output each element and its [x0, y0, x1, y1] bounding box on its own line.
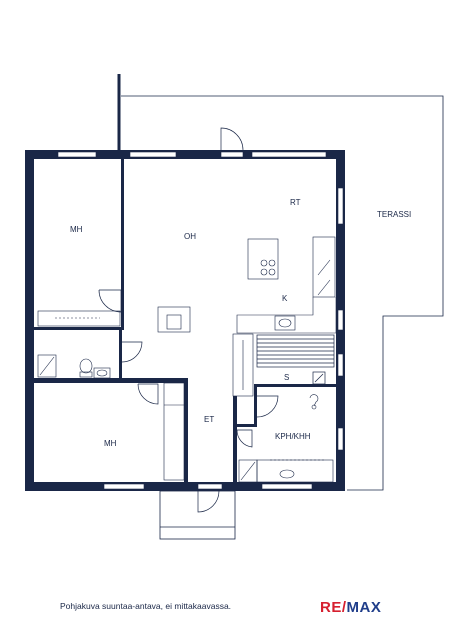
- logo-part-blue: MAX: [346, 599, 382, 616]
- furniture: [37, 236, 337, 481]
- room-label-terassi: TERASSI: [377, 210, 411, 219]
- room-label-mh-top: MH: [70, 225, 83, 234]
- room-label-et: ET: [204, 415, 214, 424]
- doors: [98, 127, 279, 513]
- terrace-outline: [121, 95, 444, 491]
- room-label-k: K: [282, 294, 288, 303]
- room-label-rt: RT: [290, 198, 301, 207]
- windows: [57, 151, 344, 490]
- bathroom-fixtures: [37, 354, 334, 483]
- room-label-kph: KPH/KHH: [275, 432, 311, 441]
- room-label-oh: OH: [184, 232, 196, 241]
- disclaimer-caption: Pohjakuva suuntaa-antava, ei mittakaavas…: [60, 601, 232, 611]
- sauna-benches: [256, 334, 335, 385]
- room-label-mh-bottom: MH: [104, 439, 117, 448]
- logo-part-red: RE/: [320, 599, 347, 616]
- interior-walls: [34, 157, 336, 482]
- room-label-s: S: [284, 373, 289, 382]
- entrance-steps: [159, 490, 236, 540]
- remax-logo: RE/MAX: [320, 599, 381, 616]
